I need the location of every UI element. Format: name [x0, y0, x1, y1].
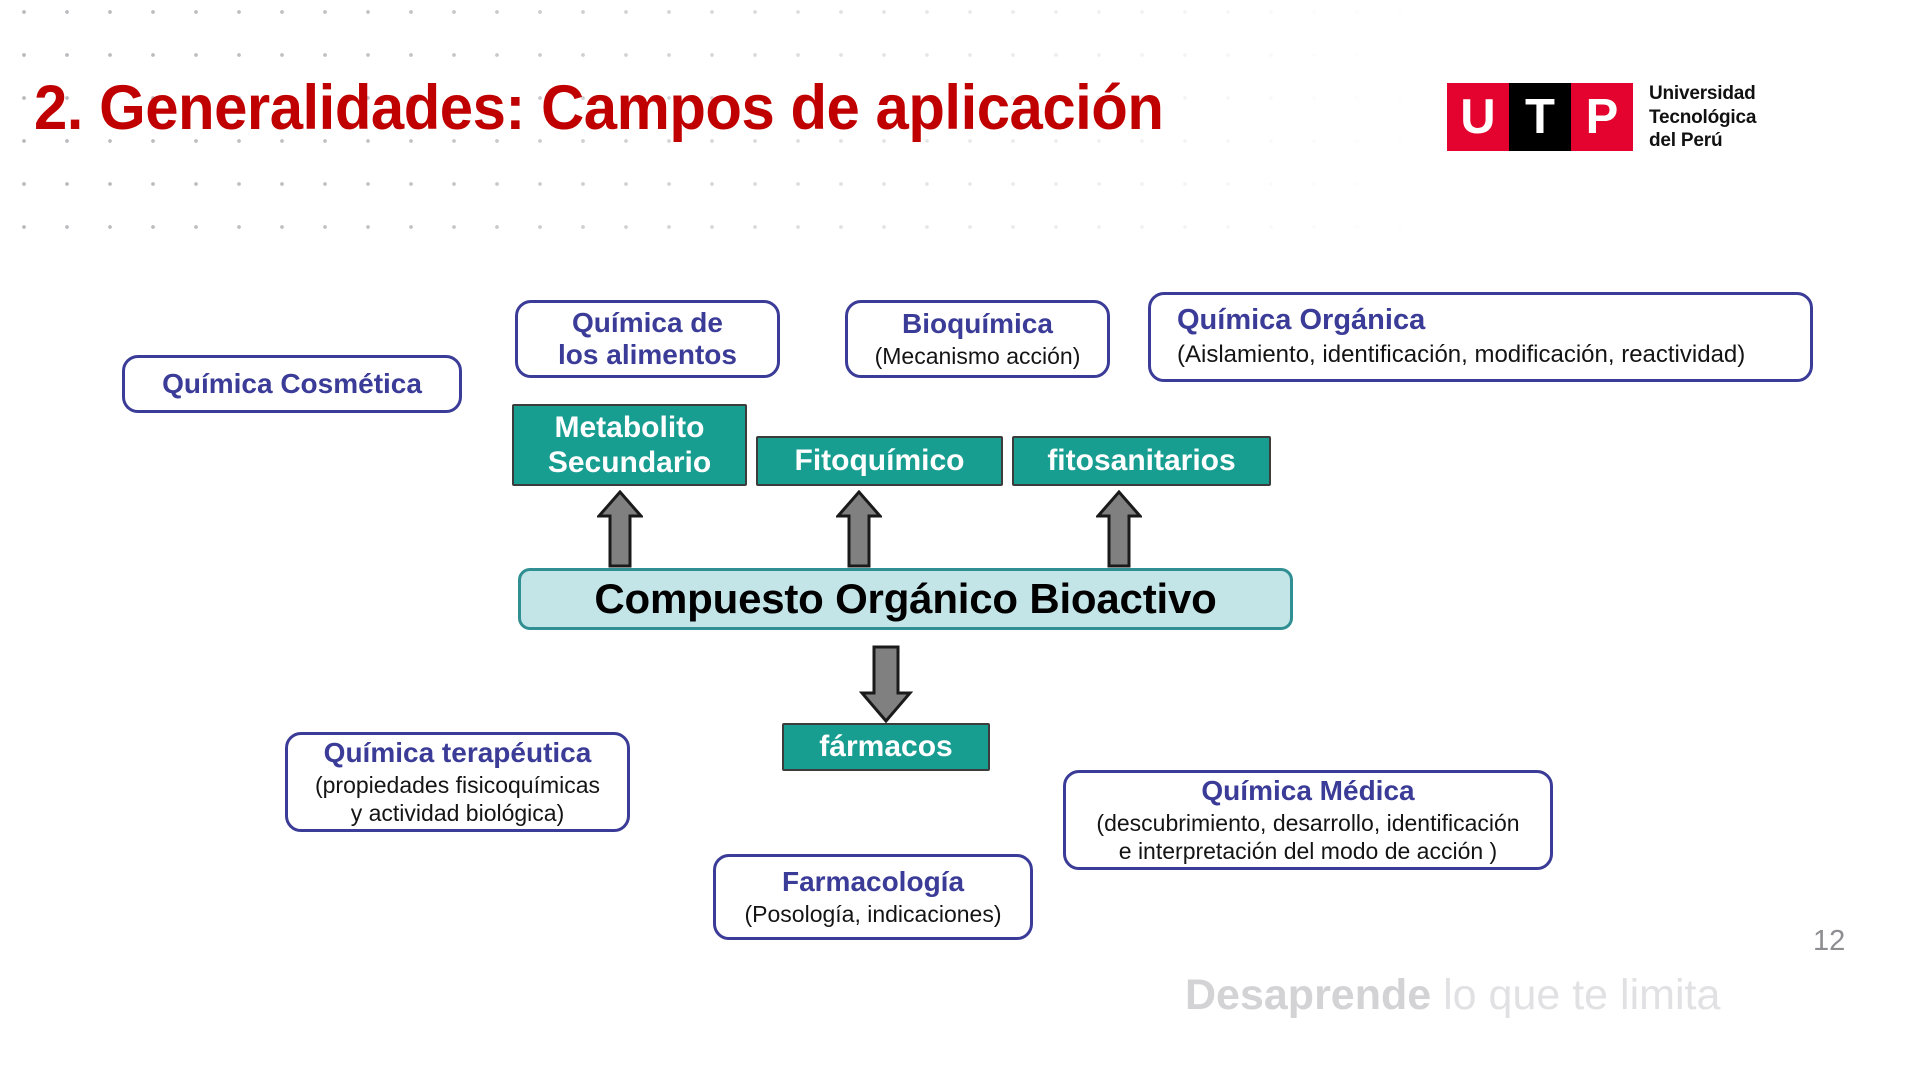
brand-tagline: Desaprende lo que te limita — [1185, 971, 1720, 1020]
node-quimica-cosmetica: Química Cosmética — [122, 355, 462, 413]
node-farmacologia: Farmacología (Posología, indicaciones) — [713, 854, 1033, 940]
node-bioquimica-title: Bioquímica — [902, 307, 1053, 339]
node-compuesto-label: Compuesto Orgánico Bioactivo — [594, 574, 1217, 622]
arrow-down-to-farmacos — [859, 645, 913, 723]
node-bioquimica-subtitle: (Mecanismo acción) — [874, 342, 1081, 369]
page-title: 2. Generalidades: Campos de aplicación — [34, 73, 1164, 143]
utp-logo-letter-p: P — [1571, 83, 1633, 152]
page-number: 12 — [1813, 925, 1846, 957]
node-farmacologia-title: Farmacología — [781, 865, 965, 897]
arrow-up-to-metabolito — [597, 490, 643, 568]
node-bioquimica: Bioquímica (Mecanismo acción) — [845, 300, 1110, 378]
node-quimica-terapeutica: Química terapéutica (propiedades fisicoq… — [285, 732, 630, 832]
node-quimica-medica-subtitle-2: e interpretación del modo de acción ) — [1118, 837, 1498, 864]
node-fitosanitarios-label: fitosanitarios — [1047, 444, 1236, 478]
utp-logo-line-3: del Perú — [1649, 130, 1723, 152]
node-quimica-organica-subtitle: (Aislamiento, identificación, modificaci… — [1177, 340, 1746, 368]
node-farmacologia-subtitle: (Posología, indicaciones) — [744, 900, 1002, 927]
node-quimica-organica-title: Química Orgánica — [1177, 304, 1426, 337]
node-farmacos-label: fármacos — [819, 730, 953, 764]
utp-logo-wordmark: Universidad Tecnológica del Perú — [1649, 82, 1756, 153]
node-quimica-alimentos-title2: los alimentos — [558, 339, 737, 370]
brand-tagline-light: lo que te limita — [1431, 971, 1721, 1019]
node-metabolito-line-1: Metabolito — [554, 410, 705, 444]
node-quimica-alimentos-title: Química de — [572, 306, 723, 338]
node-quimica-alimentos: Química de los alimentos — [515, 300, 780, 378]
node-metabolito-secundario: Metabolito Secundario — [512, 404, 747, 486]
utp-logo-letter-t: T — [1509, 83, 1571, 152]
utp-logo-line-1: Universidad — [1649, 83, 1756, 104]
node-fitoquimico-label: Fitoquímico — [794, 444, 965, 478]
node-quimica-medica: Química Médica (descubrimiento, desarrol… — [1063, 770, 1553, 870]
node-quimica-medica-subtitle-1: (descubrimiento, desarrollo, identificac… — [1096, 810, 1520, 836]
node-quimica-cosmetica-title: Química Cosmética — [162, 367, 422, 399]
node-fitosanitarios: fitosanitarios — [1012, 436, 1271, 486]
utp-logo-letter-u: U — [1447, 83, 1509, 152]
node-quimica-organica: Química Orgánica (Aislamiento, identific… — [1148, 292, 1813, 382]
node-fitoquimico: Fitoquímico — [756, 436, 1003, 486]
node-farmacos: fármacos — [782, 723, 990, 771]
utp-logo-line-2: Tecnológica — [1649, 106, 1757, 128]
node-quimica-medica-title: Química Médica — [1201, 774, 1415, 806]
utp-logo-blocks: U T P — [1447, 83, 1633, 152]
node-quimica-terapeutica-title: Química terapéutica — [323, 736, 592, 768]
arrow-up-to-fitoquimico — [836, 490, 882, 568]
node-quimica-terapeutica-subtitle-1: (propiedades fisicoquímicas — [314, 772, 601, 798]
arrow-up-to-fitosanitarios — [1096, 490, 1142, 568]
node-metabolito-line-2: Secundario — [547, 446, 712, 479]
node-compuesto-organico-bioactivo: Compuesto Orgánico Bioactivo — [518, 568, 1293, 630]
utp-logo: U T P Universidad Tecnológica del Perú — [1447, 82, 1756, 153]
node-quimica-terapeutica-subtitle-2: y actividad biológica) — [350, 799, 565, 826]
brand-tagline-strong: Desaprende — [1185, 971, 1432, 1019]
